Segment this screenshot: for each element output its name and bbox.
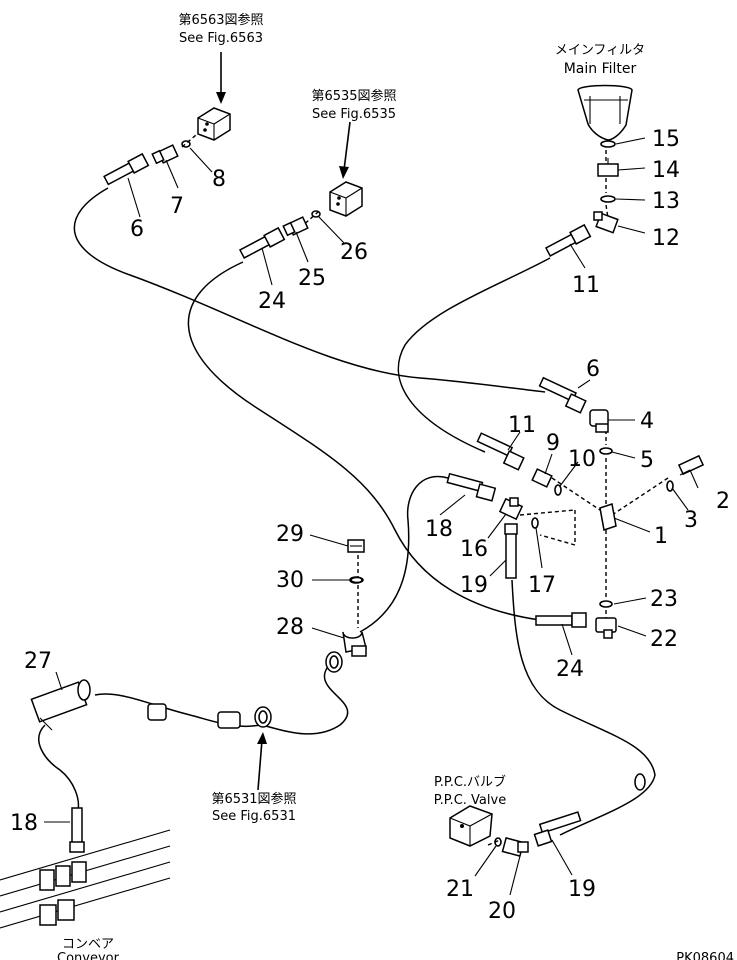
hose-18	[359, 475, 449, 633]
callout-2: 2	[716, 489, 730, 514]
callout-18-mid: 18	[425, 517, 453, 542]
reference-arrows	[216, 52, 351, 791]
hose-ends	[69, 152, 592, 853]
callout-25: 25	[298, 266, 326, 291]
callout-20: 20	[488, 899, 516, 924]
ref-6535-jp: 第6535図参照	[311, 88, 396, 104]
elbow-20	[501, 836, 529, 858]
callout-1: 1	[654, 524, 668, 549]
leader-lines	[44, 137, 699, 896]
callout-26: 26	[340, 240, 368, 265]
callout-19-mid: 19	[460, 573, 488, 598]
callout-24-upper: 24	[258, 289, 286, 314]
adapter-25	[282, 216, 309, 237]
center-lines	[181, 134, 669, 846]
callout-6-upper: 6	[130, 217, 144, 242]
ref-6535-en: See Fig.6535	[312, 107, 396, 122]
tee-16	[498, 497, 524, 521]
callout-15: 15	[652, 127, 680, 152]
callout-6-right: 6	[586, 357, 600, 382]
hose-6	[73, 187, 546, 393]
callout-23: 23	[650, 587, 678, 612]
clamp-28	[342, 631, 367, 657]
ref-6531-en: See Fig.6531	[212, 809, 296, 824]
main-filter-jp: メインフィルタ	[555, 43, 645, 58]
ppc-valve-en: P.P.C. Valve	[434, 793, 506, 808]
callout-3: 3	[684, 508, 698, 533]
callout-29: 29	[276, 522, 304, 547]
hose-11	[397, 257, 551, 453]
ppc-valve	[449, 805, 493, 847]
adapter-7	[151, 144, 179, 165]
bolt-2	[677, 454, 705, 476]
callout-18-left: 18	[10, 811, 38, 836]
callout-7: 7	[170, 194, 184, 219]
callout-17: 17	[528, 573, 556, 598]
callout-14: 14	[652, 158, 680, 183]
main-filter	[577, 84, 633, 141]
callout-11-upper: 11	[572, 273, 600, 298]
callout-4: 4	[640, 409, 654, 434]
callout-8: 8	[212, 167, 226, 192]
callout-numbers: 1 2 3 4 5 6 6 7 8 9 10 11 11 12 13 14 15…	[10, 127, 730, 924]
parts	[0, 84, 705, 929]
hose-24	[187, 261, 541, 621]
callout-22: 22	[650, 627, 678, 652]
elbow-22	[595, 617, 617, 639]
clamp-27	[30, 679, 91, 731]
ppc-valve-jp: P.P.C.バルブ	[434, 774, 506, 790]
elbow-4	[589, 409, 609, 433]
hose-19	[511, 579, 656, 836]
reference-labels: 第6563図参照 See Fig.6563 第6535図参照 See Fig.6…	[57, 12, 734, 960]
drawing-code: PK08604	[676, 951, 734, 960]
callout-5: 5	[640, 448, 654, 473]
callout-9: 9	[546, 431, 560, 456]
callout-13: 13	[652, 189, 680, 214]
callout-16: 16	[460, 537, 488, 562]
conveyor-en: Conveyor	[57, 951, 120, 960]
ref-6563-en: See Fig.6563	[179, 31, 263, 46]
bolt-29	[347, 539, 365, 553]
callout-28: 28	[276, 615, 304, 640]
callout-19-lower: 19	[568, 877, 596, 902]
conveyor-jp: コンベア	[62, 937, 114, 952]
callout-11-mid: 11	[508, 413, 536, 438]
callout-27: 27	[24, 649, 52, 674]
callout-12: 12	[652, 226, 680, 251]
conveyor	[0, 829, 171, 929]
fitting-14	[597, 158, 619, 177]
valve-block-6535	[329, 181, 363, 217]
adapter-9	[531, 468, 553, 488]
valve-block-6563	[197, 107, 231, 141]
callout-21: 21	[446, 877, 474, 902]
ref-6531-jp: 第6531図参照	[211, 791, 296, 807]
callout-24-lower: 24	[556, 657, 584, 682]
callout-30: 30	[276, 568, 304, 593]
elbow-12	[593, 211, 619, 234]
callout-10: 10	[568, 447, 596, 472]
ref-6563-jp: 第6563図参照	[178, 12, 263, 28]
main-filter-en: Main Filter	[564, 61, 637, 77]
block-1	[599, 503, 617, 531]
hose-18-left	[38, 724, 80, 811]
